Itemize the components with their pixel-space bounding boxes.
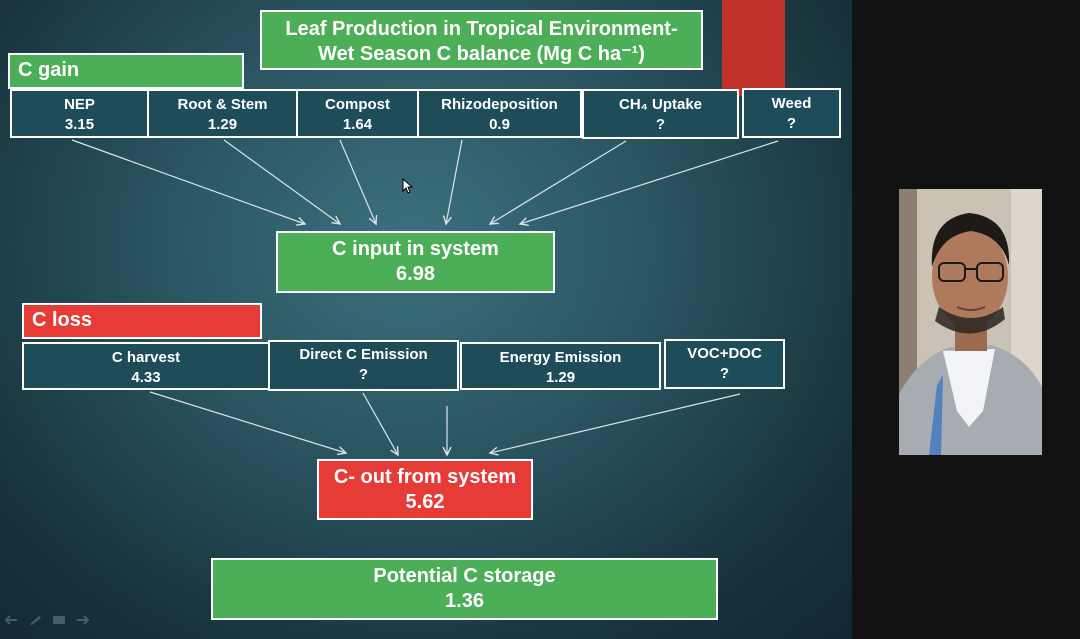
c-input-box: C input in system 6.98 <box>276 231 555 293</box>
presentation-slide: Leaf Production in Tropical Environment-… <box>0 0 852 639</box>
pen-icon[interactable] <box>28 612 42 625</box>
gain-box-label: Compost <box>325 96 390 113</box>
loss-box-direct-emission: Direct C Emission ? <box>268 340 459 391</box>
previous-icon[interactable] <box>4 612 18 625</box>
gain-box-label: Root & Stem <box>177 96 268 113</box>
arrow-nep <box>71 139 305 224</box>
speaker-portrait <box>899 189 1042 455</box>
gain-box-value: 1.64 <box>342 116 373 133</box>
arrow-compost <box>339 139 376 224</box>
c-loss-header: C loss <box>22 303 262 339</box>
loss-box-label: C harvest <box>111 349 181 366</box>
arrow-voc-doc <box>490 393 741 453</box>
loss-box-energy-emission: Energy Emission 1.29 <box>460 342 661 390</box>
loss-box-value: 1.29 <box>545 369 576 386</box>
arrow-c-harvest <box>149 391 346 453</box>
loss-box-voc-doc: VOC+DOC ? <box>664 339 785 389</box>
arrow-weed <box>520 140 779 224</box>
next-icon[interactable] <box>76 612 90 625</box>
gain-box-label: CH₄ Uptake <box>619 96 702 113</box>
c-input-label: C input in system <box>332 238 499 260</box>
speaker-video-thumbnail <box>899 189 1042 455</box>
gain-box-label: Weed <box>771 95 812 112</box>
loss-box-label: Direct C Emission <box>299 346 428 363</box>
slides-icon[interactable] <box>52 612 66 624</box>
loss-box-label: Energy Emission <box>499 349 622 366</box>
c-gain-header: C gain <box>8 53 244 89</box>
c-out-label: C- out from system <box>333 466 517 488</box>
gain-box-label: Rhizodeposition <box>441 96 558 113</box>
c-out-box: C- out from system 5.62 <box>317 459 533 520</box>
gain-box-ch4-uptake: CH₄ Uptake ? <box>582 89 739 139</box>
gain-box-value: ? <box>655 116 666 133</box>
c-loss-label: C loss <box>32 309 93 331</box>
c-input-value: 6.98 <box>396 263 435 285</box>
gain-box-label: NEP <box>64 96 95 113</box>
slide-title-line1: Leaf Production in Tropical Environment- <box>285 18 678 40</box>
arrow-direct-emission <box>362 392 398 455</box>
gain-box-rhizodeposition: Rhizodeposition 0.9 <box>417 89 582 138</box>
storage-label: Potential C storage <box>373 565 556 587</box>
loss-box-value: ? <box>358 366 369 383</box>
slideshow-toolbar <box>4 612 90 625</box>
gain-box-value: 3.15 <box>64 116 95 133</box>
c-gain-label: C gain <box>18 59 80 81</box>
gain-box-weed: Weed ? <box>742 88 841 138</box>
loss-box-label: VOC+DOC <box>687 345 762 362</box>
gain-box-compost: Compost 1.64 <box>296 89 419 138</box>
gain-box-value: ? <box>786 115 797 132</box>
c-out-value: 5.62 <box>405 491 445 513</box>
arrow-ch4-uptake <box>490 140 627 224</box>
slide-title: Leaf Production in Tropical Environment-… <box>260 10 703 70</box>
loss-box-c-harvest: C harvest 4.33 <box>22 342 270 390</box>
potential-storage-box: Potential C storage 1.36 <box>211 558 718 620</box>
loss-box-value: 4.33 <box>131 369 161 386</box>
mouse-cursor-icon <box>402 178 414 194</box>
arrow-root-stem <box>223 139 340 224</box>
slide-title-line2: Wet Season C balance (Mg C ha⁻¹) <box>318 43 645 65</box>
gain-box-value: 0.9 <box>489 116 510 133</box>
arrow-rhizodeposition <box>446 139 463 224</box>
red-accent-block <box>722 0 785 96</box>
loss-box-value: ? <box>719 365 730 382</box>
gain-box-root-stem: Root & Stem 1.29 <box>147 89 298 138</box>
storage-value: 1.36 <box>445 590 484 612</box>
flow-arrows <box>71 139 779 639</box>
gain-box-value: 1.29 <box>207 116 238 133</box>
